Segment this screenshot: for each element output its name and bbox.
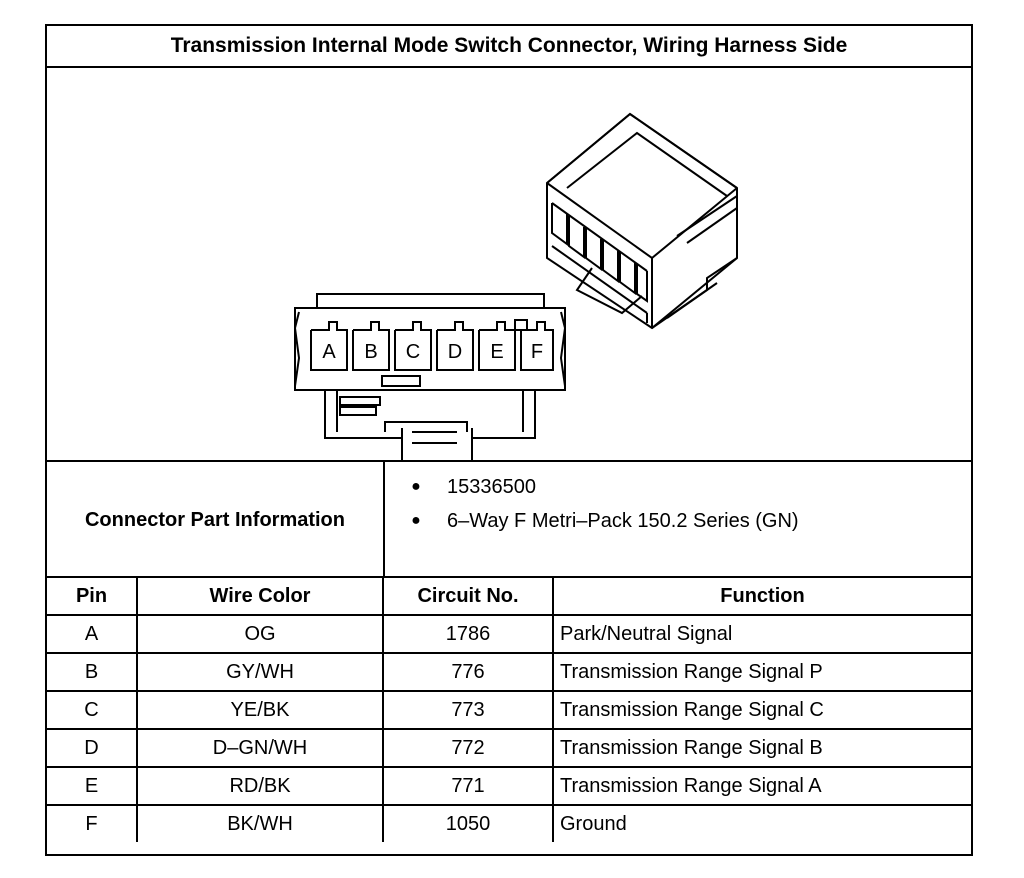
connector-sheet: Transmission Internal Mode Switch Connec… — [45, 24, 973, 856]
connector-figure: A B C D E F — [47, 68, 971, 460]
cavity-label-e: E — [490, 341, 503, 363]
table-header-row: Pin Wire Color Circuit No. Function — [47, 576, 971, 616]
cell-circuit: 771 — [382, 766, 554, 806]
cavity-label-d: D — [448, 341, 462, 363]
bullet-icon: ● — [411, 478, 421, 495]
part-info-list: ● 15336500 ● 6–Way F Metri–Pack 150.2 Se… — [385, 470, 965, 538]
cavity-boxes — [310, 319, 554, 371]
cell-function: Ground — [552, 804, 971, 842]
header-wire-color: Wire Color — [136, 576, 384, 616]
cell-pin: E — [47, 766, 138, 806]
cell-wire-color: YE/BK — [136, 690, 384, 730]
table-row: E RD/BK 771 Transmission Range Signal A — [47, 766, 971, 806]
table-row: F BK/WH 1050 Ground — [47, 804, 971, 842]
cell-pin: A — [47, 614, 138, 654]
bullet-icon: ● — [411, 512, 421, 529]
cell-circuit: 1050 — [382, 804, 554, 842]
part-number: 15336500 — [447, 475, 536, 498]
cell-pin: D — [47, 728, 138, 768]
cell-function: Transmission Range Signal B — [552, 728, 971, 768]
table-row: B GY/WH 776 Transmission Range Signal P — [47, 652, 971, 692]
connector-drawing: A B C D E F — [293, 112, 738, 460]
cavity-labels: A B C D E F — [322, 341, 543, 363]
pinout-table: Pin Wire Color Circuit No. Function A OG… — [47, 576, 971, 842]
connector-description: 6–Way F Metri–Pack 150.2 Series (GN) — [447, 509, 799, 532]
cell-wire-color: OG — [136, 614, 384, 654]
list-item: ● 6–Way F Metri–Pack 150.2 Series (GN) — [385, 504, 965, 538]
table-row: A OG 1786 Park/Neutral Signal — [47, 614, 971, 654]
cell-wire-color: D–GN/WH — [136, 728, 384, 768]
cell-circuit: 776 — [382, 652, 554, 692]
connector-3d-view — [546, 112, 738, 330]
cell-function: Transmission Range Signal P — [552, 652, 971, 692]
cavity-label-c: C — [406, 341, 420, 363]
header-circuit-no: Circuit No. — [382, 576, 554, 616]
cell-pin: B — [47, 652, 138, 692]
cell-wire-color: BK/WH — [136, 804, 384, 842]
cell-circuit: 1786 — [382, 614, 554, 654]
cell-circuit: 773 — [382, 690, 554, 730]
cell-function: Transmission Range Signal A — [552, 766, 971, 806]
cell-pin: C — [47, 690, 138, 730]
table-row: D D–GN/WH 772 Transmission Range Signal … — [47, 728, 971, 768]
header-pin: Pin — [47, 576, 138, 616]
connector-part-information: Connector Part Information ● 15336500 ● … — [47, 460, 971, 578]
cell-circuit: 772 — [382, 728, 554, 768]
cell-function: Park/Neutral Signal — [552, 614, 971, 654]
header-function: Function — [552, 576, 971, 616]
list-item: ● 15336500 — [385, 470, 965, 504]
part-info-label: Connector Part Information — [47, 462, 385, 578]
cavity-label-f: F — [531, 341, 543, 363]
table-row: C YE/BK 773 Transmission Range Signal C — [47, 690, 971, 730]
connector-front-view — [293, 293, 567, 460]
cavity-label-b: B — [364, 341, 377, 363]
cell-pin: F — [47, 804, 138, 842]
page-title: Transmission Internal Mode Switch Connec… — [47, 26, 971, 68]
cavity-label-a: A — [322, 341, 336, 363]
cell-wire-color: GY/WH — [136, 652, 384, 692]
cell-wire-color: RD/BK — [136, 766, 384, 806]
cell-function: Transmission Range Signal C — [552, 690, 971, 730]
